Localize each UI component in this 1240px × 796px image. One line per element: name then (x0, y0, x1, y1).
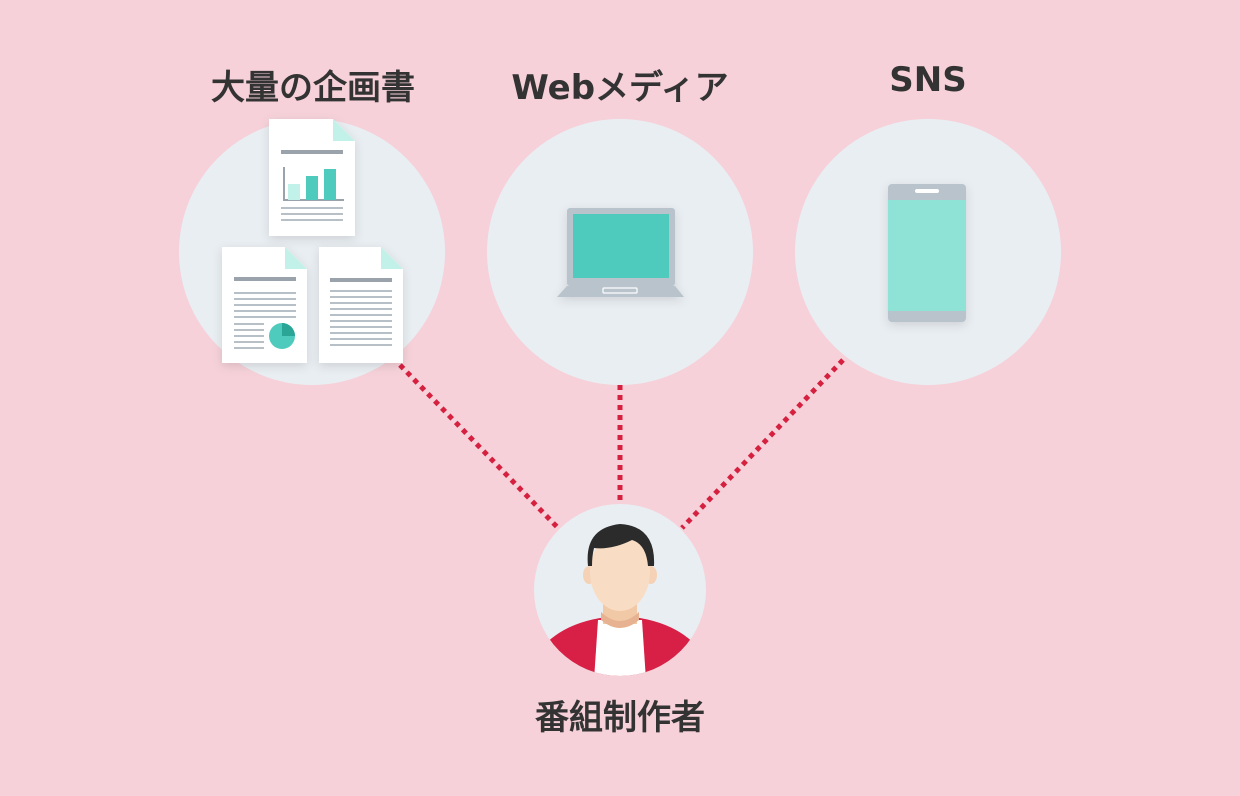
connector-proposals (398, 363, 562, 532)
person-avatar-icon (534, 504, 706, 676)
connectors (398, 358, 845, 532)
connector-sns (680, 358, 845, 530)
smartphone-icon (888, 184, 966, 322)
proposals-label: 大量の企画書 (211, 68, 415, 108)
web-media-label: Webメディア (511, 68, 729, 108)
laptop-icon (557, 208, 684, 297)
sns-label: SNS (889, 60, 967, 100)
documents-icon (222, 119, 403, 363)
producer-label: 番組制作者 (535, 698, 705, 738)
